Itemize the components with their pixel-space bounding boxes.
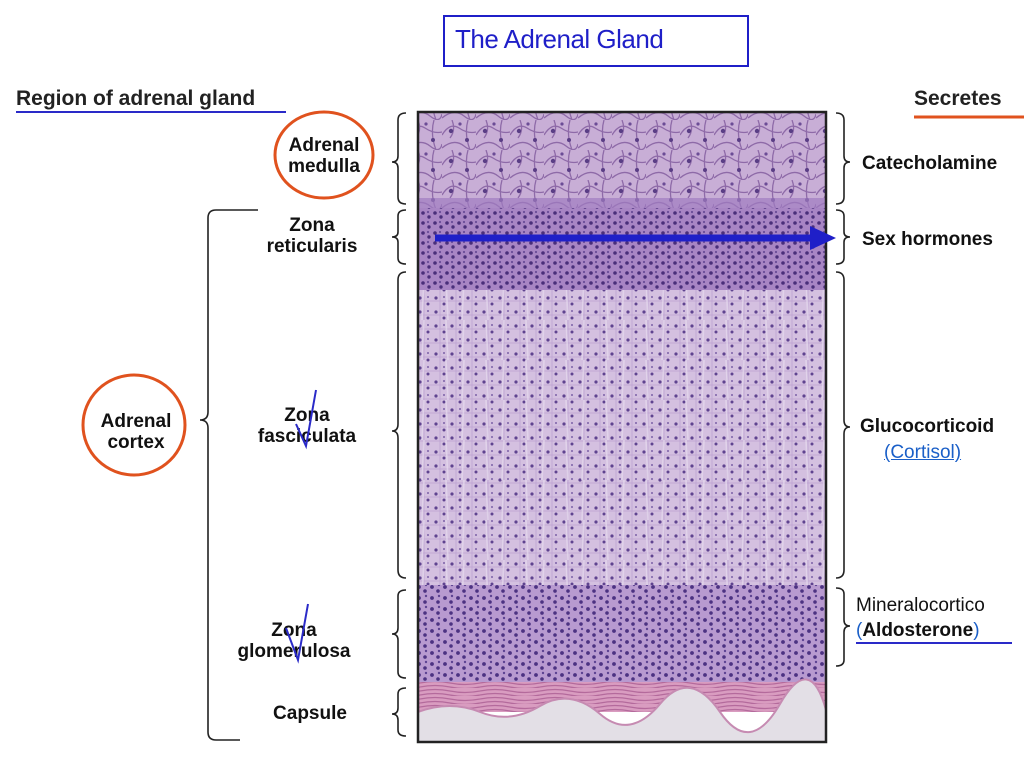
label-adrenal-medulla-line2: medulla bbox=[288, 156, 360, 177]
brace-left-glomerulosa bbox=[391, 589, 407, 679]
glomerulosa-check-mark bbox=[285, 603, 309, 664]
medulla-annotation-circle bbox=[273, 110, 375, 200]
page-title: The Adrenal Gland bbox=[455, 24, 664, 54]
label-adrenal-cortex-line1: Adrenal bbox=[100, 411, 172, 432]
paren-open: ( bbox=[856, 620, 863, 641]
left-braces bbox=[199, 112, 407, 741]
right-braces bbox=[835, 112, 851, 667]
brace-right-medulla bbox=[835, 112, 851, 205]
brace-right-reticularis bbox=[835, 209, 851, 265]
brace-right-fasciculata bbox=[835, 271, 851, 579]
secretion-cortisol-link[interactable]: (Cortisol) bbox=[884, 442, 962, 463]
label-adrenal-medulla: Adrenal medulla bbox=[276, 135, 372, 177]
fasciculata-check-mark bbox=[295, 389, 317, 450]
label-zona-reticularis-line2: reticularis bbox=[266, 236, 358, 257]
label-adrenal-medulla-line1: Adrenal bbox=[288, 135, 360, 156]
brace-adrenal-cortex bbox=[199, 209, 258, 741]
label-capsule: Capsule bbox=[273, 703, 347, 724]
secretion-aldosterone: (Aldosterone) bbox=[856, 620, 980, 642]
secretion-glucocorticoid: Glucocorticoid bbox=[860, 416, 995, 437]
paren-close: ) bbox=[973, 620, 980, 641]
histology-micrograph bbox=[416, 110, 828, 744]
label-zona-reticularis: Zona reticularis bbox=[252, 215, 372, 257]
label-zona-fasciculata-line1: Zona bbox=[284, 405, 330, 426]
label-adrenal-cortex-line2: cortex bbox=[107, 432, 165, 453]
brace-left-capsule bbox=[391, 687, 407, 737]
title-box bbox=[443, 15, 749, 67]
left-column-header: Region of adrenal gland bbox=[16, 87, 256, 110]
secretion-sex-hormones: Sex hormones bbox=[862, 229, 993, 250]
secretion-catecholamine: Catecholamine bbox=[862, 153, 998, 174]
brace-left-reticularis bbox=[391, 209, 407, 265]
brace-right-glomerulosa bbox=[835, 587, 851, 667]
reticularis-to-sex-hormones-arrow bbox=[435, 226, 836, 250]
aldosterone-text: Aldosterone bbox=[862, 620, 974, 641]
right-column-header: Secretes bbox=[914, 87, 1002, 110]
secretion-mineralocorticoid: Mineralocortico bbox=[856, 595, 985, 616]
label-adrenal-cortex: Adrenal cortex bbox=[86, 411, 186, 453]
brace-left-medulla bbox=[391, 112, 407, 205]
label-zona-glomerulosa-line1: Zona bbox=[271, 620, 317, 641]
cortex-annotation-circle bbox=[81, 373, 187, 477]
brace-left-fasciculata bbox=[391, 271, 407, 579]
label-zona-reticularis-line1: Zona bbox=[289, 215, 335, 236]
